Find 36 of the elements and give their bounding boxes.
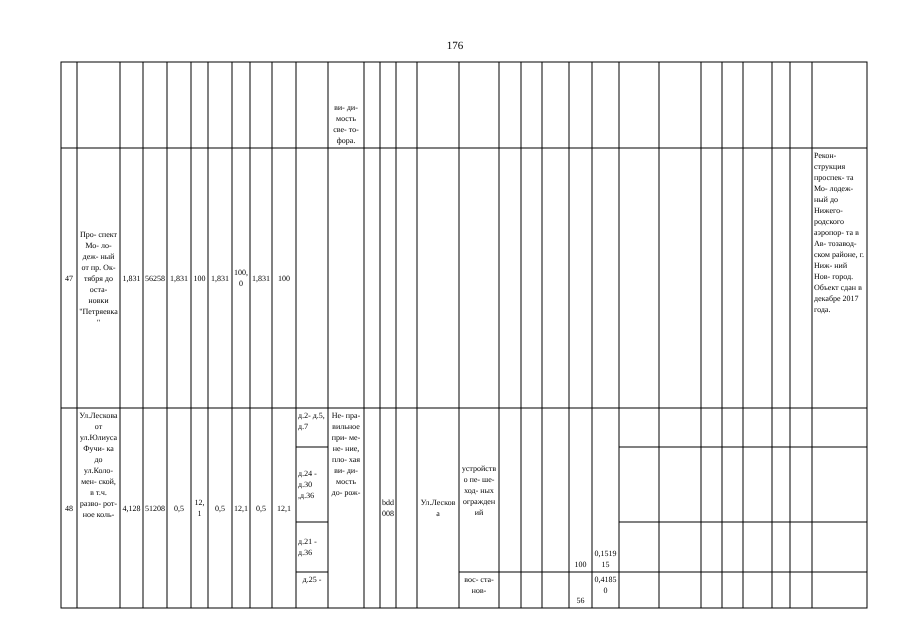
- address-range: д.2- д.5, д.7: [298, 410, 326, 432]
- numeric-value: 56: [576, 595, 584, 606]
- numeric-value: 4,128: [122, 502, 140, 514]
- street-name: Ул.Лескова: [420, 497, 456, 519]
- numeric-value: 0,151915: [594, 548, 617, 570]
- numeric-value: 0,5: [215, 502, 225, 514]
- numeric-value: 12,1: [277, 502, 291, 514]
- numeric-value: 100: [574, 559, 586, 570]
- row-number: 47: [65, 272, 73, 284]
- numeric-value: 100,0: [234, 267, 248, 289]
- numeric-value: 1,831: [122, 272, 140, 284]
- road-section-name: Про- спект Мо- ло- деж- ный от пр. Ок- тября до оста- новки "Петряевка": [79, 228, 118, 328]
- numeric-value: 51208: [145, 502, 165, 514]
- numeric-value: 0,41850: [594, 574, 617, 596]
- row-number: 48: [65, 502, 73, 514]
- page-number: 176: [446, 40, 464, 52]
- numeric-value: 1,831: [170, 272, 188, 284]
- numeric-value: 1,831: [211, 272, 229, 284]
- address-range: д.25 -: [302, 574, 322, 585]
- numeric-value: 0,5: [174, 502, 184, 514]
- numeric-value: 1,831: [252, 272, 270, 284]
- numeric-value: 100: [278, 272, 290, 284]
- road-section-name: Ул.Лескова от ул.Юлиуса Фучи- ка до ул.Коло- мен- ской, в т.ч. разво- рот- ное коль-: [79, 410, 118, 520]
- numeric-value: 12,1: [234, 502, 248, 514]
- numeric-value: 100: [194, 272, 206, 284]
- address-range: д.24 - д.30 ,д.36: [298, 468, 318, 501]
- numeric-value: 12,1: [194, 497, 206, 519]
- note-text: Рекон- струкция проспек- та Мо- лодеж- ный до Нижего- родского аэропор- та в Ав- тозавод- ском районе, г. Ниж- ний Нов- город. Объект сдан в декабре 2017 года.: [814, 150, 865, 315]
- numeric-value: 0,5: [256, 502, 266, 514]
- issue-description: Не- пра- вильное при- ме- не- ние, пло- хая ви- ди- мость до- рож-: [330, 410, 362, 498]
- numeric-value: 56258: [145, 272, 165, 284]
- measure-description: устройство пе- ше- ход- ных ограждений: [461, 462, 497, 518]
- address-range: д.21 - д.36: [298, 536, 318, 558]
- measure-description: вос- ста- нов-: [463, 574, 495, 596]
- object-code: bdd008: [382, 497, 394, 519]
- table-text: ви- ди- мость све- то- фора.: [332, 102, 360, 146]
